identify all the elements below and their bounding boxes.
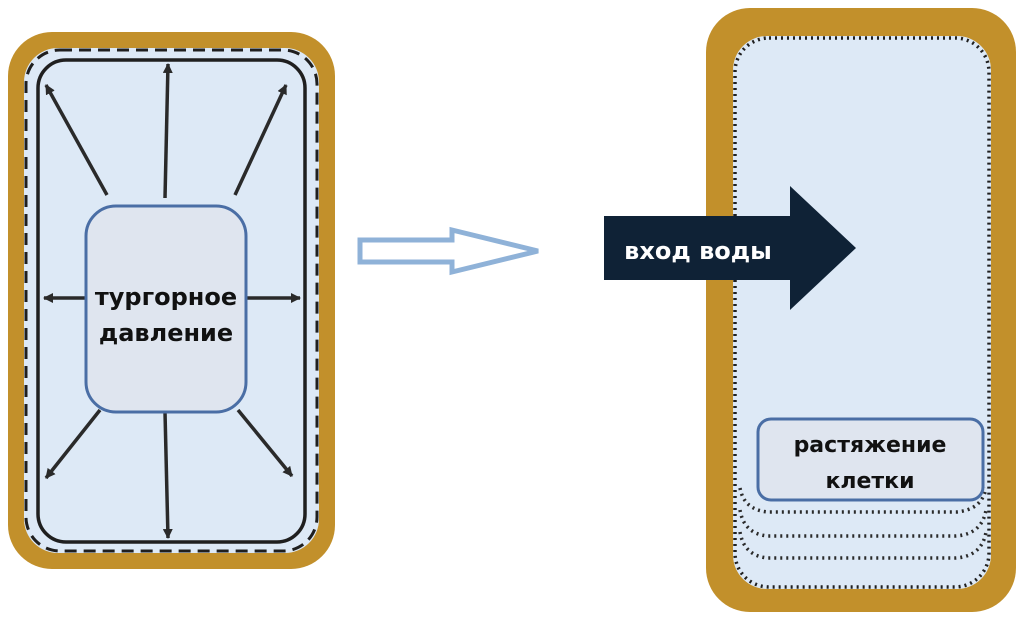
right-cell-cytoplasm [733, 36, 991, 589]
left-vacuole [84, 204, 248, 414]
pressure-arrow-downright [236, 408, 294, 478]
stretch-box [756, 417, 985, 502]
turgor-label-line2: давление [99, 319, 233, 347]
transition-arrow-icon [357, 226, 539, 276]
pressure-arrow-down [162, 411, 173, 539]
right-cell: растяжение клетки [706, 8, 1016, 612]
pressure-arrow-downleft [44, 408, 102, 480]
left-cell-membrane-dashed [24, 48, 319, 553]
stretch-lines [738, 487, 988, 560]
pressure-arrows [43, 63, 301, 539]
stretch-label-line2: клетки [825, 469, 914, 494]
stretch-line-2 [738, 509, 988, 538]
stretch-label-line1: растяжение [794, 433, 947, 458]
pressure-arrow-up [162, 63, 173, 199]
water-entry-label: вход воды [624, 237, 772, 265]
pressure-arrow-upleft [44, 84, 109, 196]
left-cell: тургорное давление [8, 32, 335, 569]
water-entry-arrow: вход воды [604, 186, 856, 310]
stretch-line-3 [738, 531, 988, 560]
stretch-line-1 [738, 487, 988, 514]
left-cell-membrane [36, 58, 307, 544]
pressure-arrow-upright [233, 84, 288, 196]
water-arrow-icon [604, 186, 856, 310]
turgor-label-line1: тургорное [95, 283, 237, 311]
